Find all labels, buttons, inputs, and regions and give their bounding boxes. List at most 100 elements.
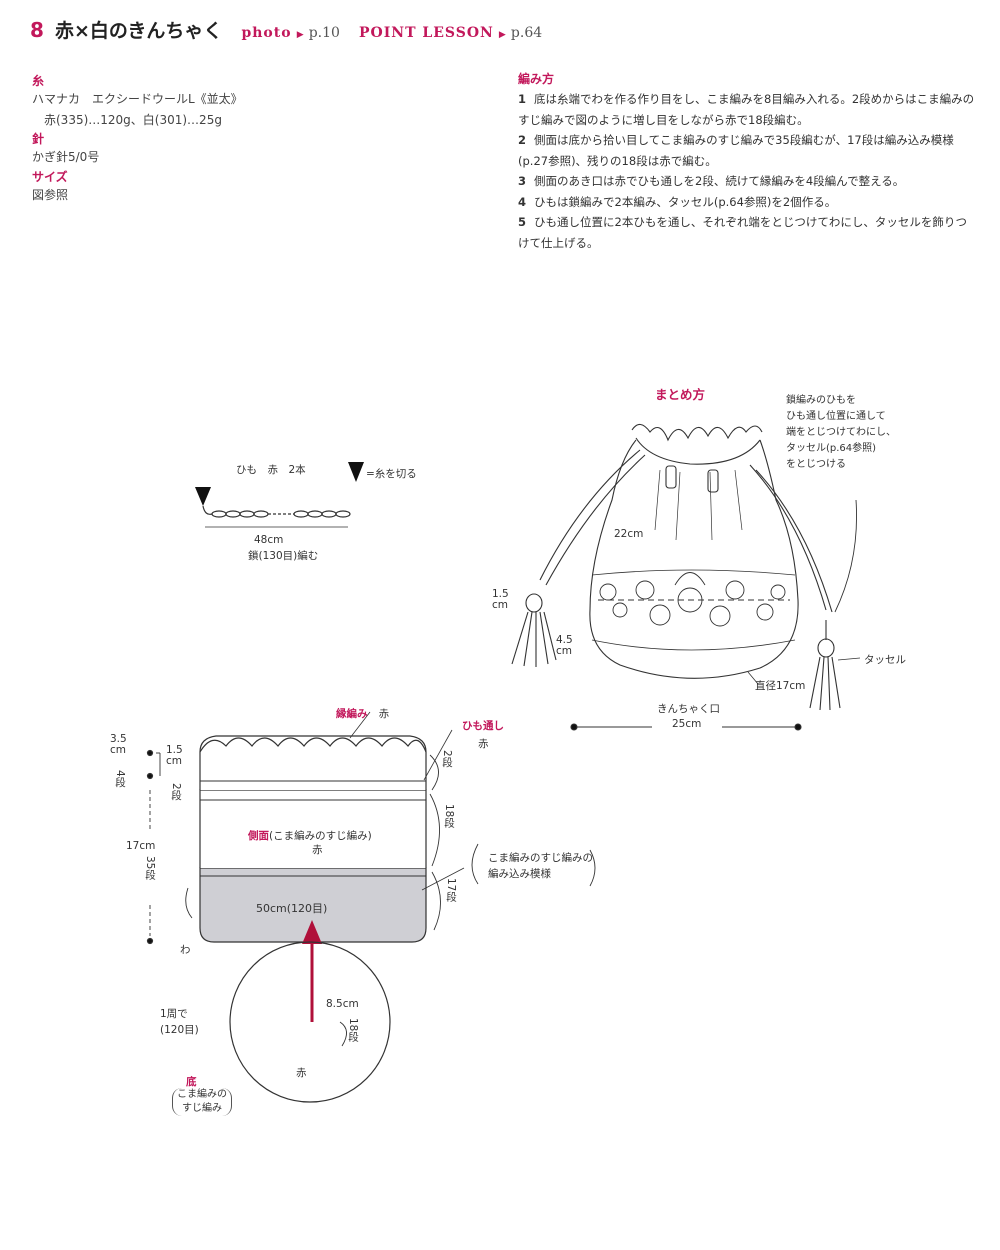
- dim-edge-rows: 4段: [114, 770, 126, 788]
- finish-note-line: ひも通し位置に通して: [786, 411, 886, 422]
- base-circle: [229, 941, 391, 1103]
- edging-color: 赤: [378, 708, 390, 720]
- dim-edge-unit: cm: [110, 744, 127, 756]
- finish-note-line: 鎖編みのひもを: [786, 395, 856, 406]
- step-item: 3 側面のあき口は赤でひも通しを2段、続けて縁編みを4段編んで整える。: [518, 171, 978, 192]
- dim-total-cm: 17cm: [126, 840, 156, 852]
- mouth-width: 25cm: [672, 718, 702, 730]
- pattern-label-line: 編み込み模様: [488, 868, 551, 880]
- rows-eyelet: 2段: [441, 750, 453, 768]
- step-number: 3: [518, 174, 527, 188]
- base-radius: 8.5cm: [326, 998, 359, 1010]
- side-method: (こま編みのすじ編み): [269, 830, 372, 842]
- finish-note-line: をとじつける: [786, 459, 846, 470]
- cord-length: 48cm: [254, 534, 284, 546]
- tassel-bottom-unit: cm: [556, 645, 573, 657]
- triangle-right-icon: ▶: [498, 30, 506, 40]
- step-number: 5: [518, 215, 527, 229]
- size-heading: サイズ: [32, 169, 68, 184]
- bag-ruffle: [631, 423, 763, 442]
- tassel-label: タッセル: [864, 654, 906, 666]
- eyelet-label: ひも通し: [462, 720, 504, 732]
- pattern-number: 8: [30, 18, 44, 42]
- finished-bag-illustration: [511, 423, 861, 731]
- cut-yarn-marker-icon: [195, 487, 211, 506]
- edging-callout: 縁編み 赤: [336, 702, 389, 721]
- base-method-line: すじ編み: [182, 1103, 222, 1114]
- bag-height: 22cm: [614, 528, 644, 540]
- base-title: 底: [186, 1076, 197, 1088]
- arrow-up-icon: [302, 920, 322, 944]
- tassel-left-strands: [511, 611, 557, 667]
- materials-block: 糸 ハマナカ エクシードウールL《並太》 赤(335)…120g、白(301)……: [32, 72, 362, 205]
- step-item: 4 ひもは鎖編みで2本編み、タッセル(p.64参照)を2個作る。: [518, 192, 978, 213]
- side-label: 側面: [248, 830, 269, 842]
- yarn-heading: 糸: [32, 74, 45, 88]
- side-callout: 側面(こま編みのすじ編み): [248, 824, 372, 843]
- cord-right: [749, 464, 827, 611]
- base-round-line: (120目): [160, 1024, 199, 1036]
- step-number: 4: [518, 194, 527, 209]
- cord-diagram: [195, 462, 364, 528]
- cord-title: ひも 赤 2本: [236, 464, 306, 476]
- cut-yarn-legend-icon: [348, 462, 364, 482]
- triangle-right-icon: ▶: [296, 30, 304, 40]
- dim-eyelet-rows: 2段: [170, 783, 182, 801]
- cord-start: [202, 505, 213, 515]
- step-text: ひも通し位置に2本ひもを通し、それぞれ端をとじつけてわにし、タッセルを飾りつけて…: [518, 215, 967, 250]
- bag-ruffle-under: [635, 437, 761, 465]
- mouth-label: きんちゃく口: [657, 703, 720, 715]
- lesson-ref-page: p.64: [510, 25, 543, 41]
- instructions-heading: 編み方: [518, 72, 555, 86]
- yarn-line: ハマナカ エクシードウールL《並太》: [32, 92, 243, 106]
- photo-ref-label: photo: [241, 25, 292, 41]
- cord-chain: 鎖(130目)編む: [248, 550, 319, 562]
- lesson-ref-label: POINT LESSON: [359, 25, 494, 41]
- cord-left: [539, 449, 641, 581]
- rows-pattern: 17段: [445, 878, 457, 902]
- pattern-label-line: こま編みのすじ編みの: [488, 852, 593, 864]
- chain-stitches: [211, 510, 351, 518]
- step-text: ひもは鎖編みで2本編み、タッセル(p.64参照)を2個作る。: [534, 194, 837, 209]
- pattern-band: [199, 867, 427, 943]
- step-number: 1: [518, 92, 527, 106]
- bag-body: [589, 439, 799, 679]
- bottom-diameter: 直径17cm: [755, 680, 806, 692]
- size-line: 図参照: [32, 187, 69, 202]
- edging-label: 縁編み: [336, 708, 368, 720]
- tassel-top-value: 1.5: [492, 588, 509, 600]
- base-method-line: こま編みの: [177, 1089, 227, 1100]
- finish-note: 鎖編みのひもを ひも通し位置に通して 端をとじつけてわにし、 タッセル(p.64…: [786, 393, 896, 473]
- tassel-top-unit: cm: [492, 599, 509, 611]
- step-number: 2: [518, 133, 527, 147]
- base-color: 赤: [296, 1067, 307, 1079]
- eyelet-color: 赤: [478, 738, 489, 750]
- cut-yarn-legend: =糸を切る: [366, 468, 417, 480]
- step-text: 側面のあき口は赤でひも通しを2段、続けて縁編みを4段編んで整える。: [534, 174, 905, 188]
- tassel-left-head: [525, 593, 543, 613]
- finish-note-line: タッセル(p.64参照): [786, 443, 877, 454]
- base-method: こま編みの すじ編み: [172, 1088, 232, 1116]
- tassel-right-strands: [809, 656, 841, 711]
- circumference-label: 50cm(120目): [256, 902, 328, 915]
- base-radius-rows: 18段: [347, 1018, 359, 1042]
- photo-ref-page: p.10: [308, 25, 340, 41]
- finish-title: まとめ方: [655, 387, 706, 402]
- ring-mark: わ: [180, 944, 191, 956]
- yarn-amounts: 赤(335)…120g、白(301)…25g: [44, 112, 222, 127]
- dim-edge-cm: 3.5: [110, 733, 127, 745]
- needle-heading: 針: [32, 132, 45, 146]
- rows-red: 18段: [443, 804, 455, 828]
- dim-total-rows: 35段: [144, 856, 156, 880]
- needle-line: かぎ針5/0号: [32, 150, 100, 164]
- dim-eyelet-unit: cm: [166, 755, 183, 767]
- side-panel-diagram: [146, 711, 596, 1103]
- side-color: 赤: [312, 844, 323, 856]
- step-text: 側面は底から拾い目してこま編みのすじ編みで35段編むが、17段は編み込み模様(p…: [518, 133, 954, 168]
- step-text: 底は糸端でわを作る作り目をし、こま編みを8目編み入れる。2段めからはこま編みのす…: [518, 92, 975, 127]
